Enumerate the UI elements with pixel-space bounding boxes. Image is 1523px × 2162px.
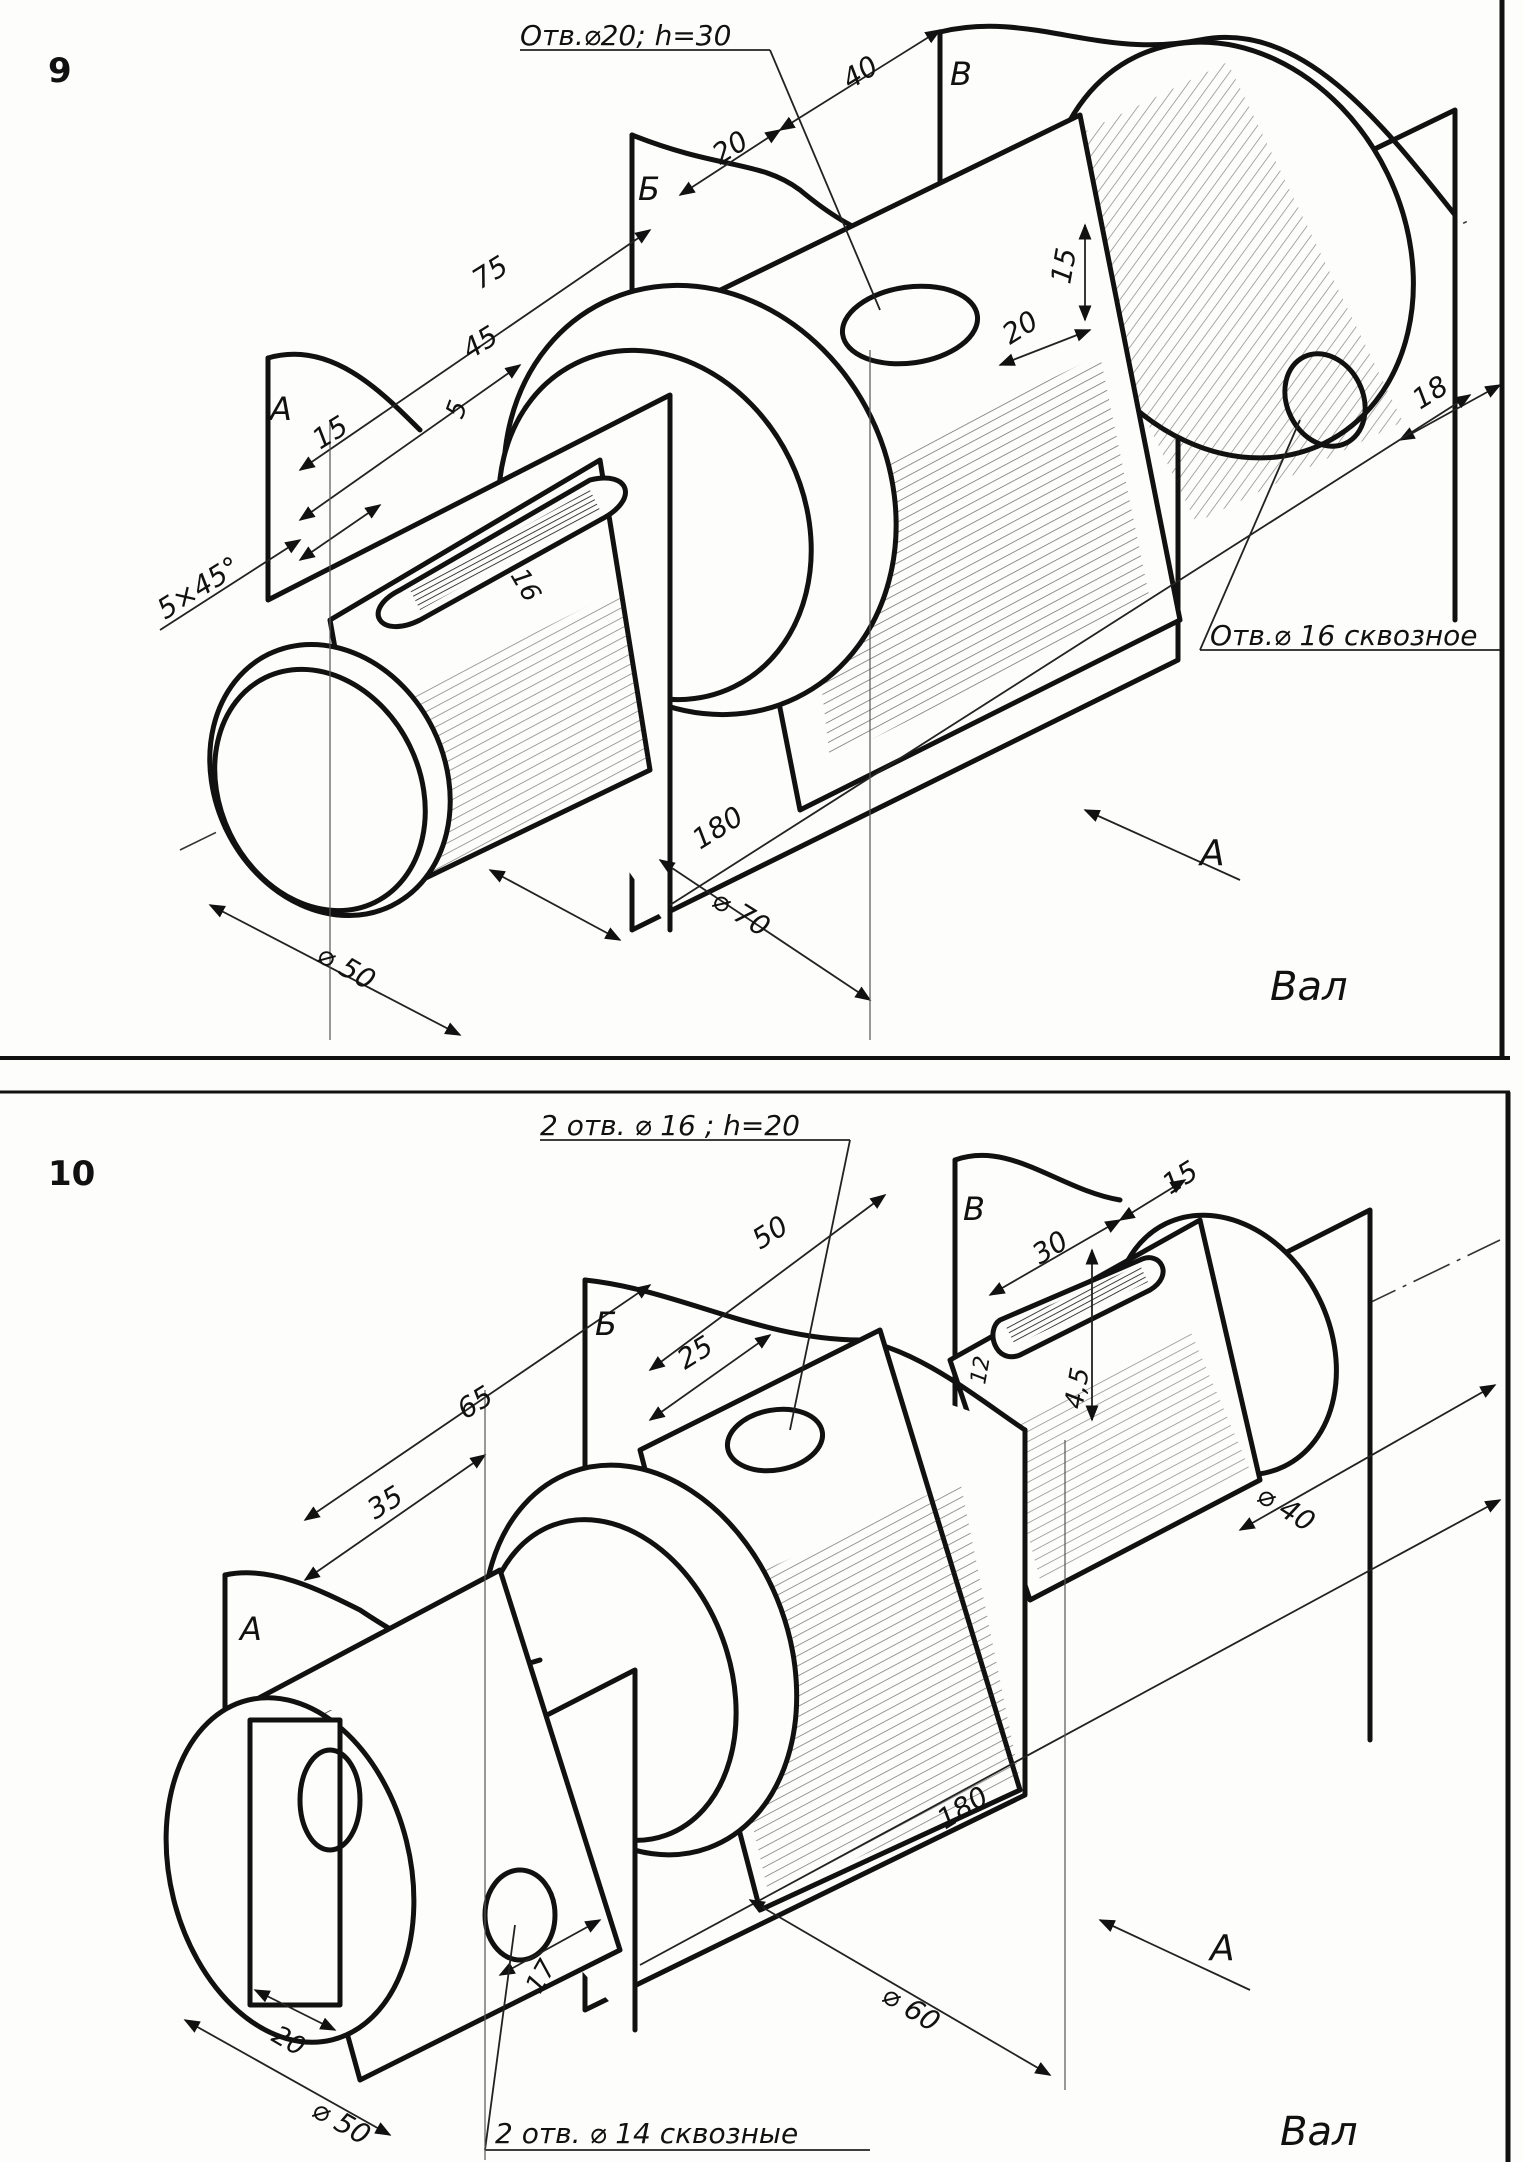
cut-plane-label-a-10: А (238, 1610, 262, 1648)
dim-line-45 (298, 364, 522, 521)
cut-plane-v-edge-10 (952, 1152, 1123, 1203)
note-hole-16: Отв.⌀ 16 сквозное (1210, 619, 1478, 652)
dim-50-10: ⌀ 50 (307, 2092, 377, 2151)
dim-line-20-top (678, 129, 782, 196)
dim-15-vert: 15 (1044, 245, 1083, 286)
dim-line-40 (778, 29, 942, 131)
panel-9-drawing: 9 Вал A А Б В 75 45 15 5 16 20 40 15 20 … (48, 19, 1502, 1040)
dim-50-top: 50 (746, 1209, 794, 1256)
cut-plane-label-b: Б (638, 170, 660, 208)
part-title-10: Вал (1280, 2109, 1358, 2155)
dim-line-chamfer (159, 539, 302, 631)
dim-line-50-10 (183, 2019, 392, 2136)
dim-line-50-top (648, 1194, 887, 1371)
dim-line-70b (658, 859, 872, 1001)
dim-35: 35 (361, 1479, 409, 1526)
dim-line-180 (669, 394, 1472, 906)
dim-65: 65 (451, 1379, 499, 1426)
dim-75: 75 (466, 249, 514, 296)
view-arrow-label-10: A (1208, 1928, 1235, 1969)
note-hole-20: Отв.⌀20; h=30 (520, 19, 731, 52)
dim-line-15 (298, 504, 382, 561)
side-hole-left (297, 1747, 363, 1853)
dim-line-180-10 (639, 1499, 1502, 1966)
view-arrow-label: A (1198, 833, 1225, 874)
dim-line-30 (988, 1219, 1122, 1296)
dim-line-50 (208, 904, 462, 1036)
dim-line-18 (1398, 384, 1502, 441)
front-flat (247, 1717, 343, 2008)
middle-cylinder-shading (700, 1480, 1020, 1900)
note-holes-16: 2 отв. ⌀ 16 ; h=20 (540, 1109, 800, 1142)
leader-hole-16-10 (789, 1139, 851, 1431)
cut-plane-label-a: А (268, 390, 292, 428)
right-flange-shading (1020, 62, 1403, 523)
dim-4-5: 4,5 (1059, 1365, 1096, 1411)
dim-line-20-mid (998, 329, 1092, 366)
front-shaft-shading (400, 590, 650, 880)
cut-plane-label-v: В (950, 55, 972, 93)
view-arrow-a (1083, 809, 1241, 881)
dim-60: ⌀ 60 (876, 1978, 946, 2039)
dim-30: 30 (1026, 1224, 1074, 1271)
note-holes-14: 2 отв. ⌀ 14 сквозные (495, 2117, 798, 2150)
through-hole-16 (1282, 351, 1368, 449)
panel-number-10: 10 (48, 1154, 95, 1194)
panel-number: 9 (48, 51, 72, 91)
blind-hole-20 (839, 283, 981, 367)
dim-line-70 (488, 869, 622, 941)
view-arrow-a-10 (1098, 1919, 1251, 1991)
keyway-shading (410, 490, 600, 610)
dim-12: 12 (966, 1354, 995, 1386)
dim-70: ⌀ 70 (706, 883, 776, 944)
main-cylinder-shading (800, 355, 1150, 760)
part-title: Вал (1270, 964, 1348, 1010)
dim-chamfer: 5×45° (151, 550, 246, 626)
dim-40: 40 (836, 49, 884, 96)
leader-hole-16 (1199, 419, 1301, 651)
cut-plane-label-b-10: Б (595, 1305, 617, 1343)
leader-hole-20 (769, 49, 881, 311)
right-shaft-shading (1000, 1330, 1250, 1580)
dim-line-17 (498, 1919, 602, 1976)
dim-line-35 (303, 1454, 487, 1581)
panel-10-drawing: 10 Вал A А Б В 65 35 50 25 30 15 4,5 12 … (48, 1109, 1502, 2160)
leader-holes-14 (484, 1924, 516, 2151)
dim-line-20-10 (253, 1989, 337, 2031)
front-chamfer (212, 666, 428, 914)
dim-line-15-10 (1118, 1179, 1187, 1221)
dim-20-top: 20 (706, 124, 754, 171)
cut-plane-label-v-10: В (963, 1190, 985, 1228)
dim-line-40-10 (1238, 1384, 1497, 1531)
dim-line-60 (748, 1899, 1052, 2076)
